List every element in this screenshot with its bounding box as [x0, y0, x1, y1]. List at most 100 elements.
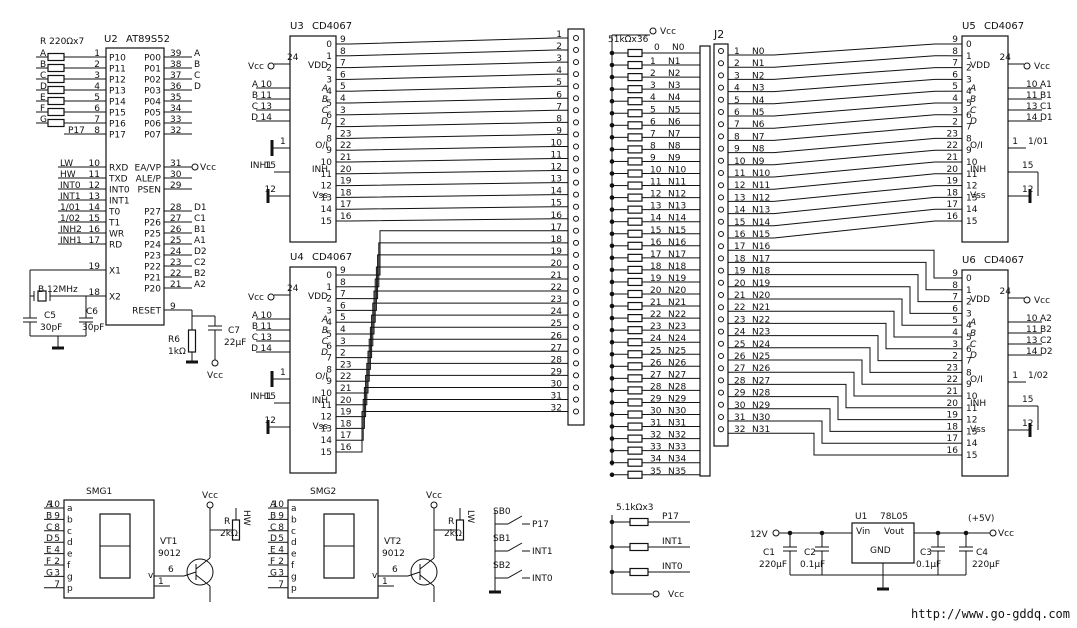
- mux-pin-number: 3: [340, 337, 346, 347]
- connector-pin-number: 28: [551, 355, 563, 365]
- crystal-label: B 12MHz: [38, 285, 78, 295]
- mux-oi: O/I: [970, 375, 983, 385]
- net-label: G: [270, 568, 277, 578]
- mux-channel: 1: [326, 52, 332, 62]
- connector-pin: [718, 206, 724, 213]
- pin-number: 12: [265, 185, 276, 195]
- mux-channel: 0: [326, 271, 332, 281]
- mux-pin-number: 9: [340, 35, 346, 45]
- mux-channel: 9: [966, 146, 972, 156]
- connector-pin-number: 31: [734, 413, 745, 423]
- rn-net: N17: [668, 250, 686, 260]
- junction-dot: [935, 530, 941, 536]
- transistor-ref: VT1: [160, 537, 177, 547]
- mux-inh: INH: [312, 396, 328, 406]
- mcu-pin-number: 8: [94, 126, 100, 136]
- bus-wire: [349, 133, 568, 139]
- connector-pin: [718, 84, 724, 91]
- bus-wire: [350, 411, 568, 453]
- connector-pin: [573, 47, 579, 54]
- cap-ref: C5: [44, 311, 56, 321]
- mux-channel: 11: [966, 170, 977, 180]
- mux-inh: INH: [970, 399, 986, 409]
- connector-pin: [718, 182, 724, 189]
- rn-net: N1: [668, 57, 680, 67]
- connector-pin: [718, 377, 724, 384]
- mux-pin-number: 5: [952, 316, 958, 326]
- segment-letter: c: [67, 527, 72, 537]
- common-pin: v: [372, 571, 378, 581]
- mux-channel: 1: [966, 286, 972, 296]
- net-label: E: [270, 546, 276, 556]
- connector-pin-number: 15: [734, 218, 745, 228]
- mux-body: [961, 269, 1009, 477]
- connector-pin: [718, 170, 724, 176]
- connector-net: N19: [752, 279, 770, 289]
- vcc-terminal: [206, 501, 214, 509]
- net-label: D: [46, 534, 53, 544]
- connector-pin: [573, 215, 579, 222]
- mux-channel: 12: [966, 416, 977, 426]
- rn-net: N6: [668, 117, 681, 127]
- rn-index: 21: [650, 298, 661, 308]
- connector-pin-number: 32: [734, 425, 745, 435]
- rn-resistor: [627, 109, 643, 118]
- net-label: B: [252, 91, 258, 101]
- mcu-pin-number: 33: [170, 115, 181, 125]
- mux-select: D: [970, 351, 977, 361]
- connector-pin: [573, 408, 579, 415]
- connector-pin-number: 30: [734, 401, 746, 411]
- connector-pin-number: 3: [556, 54, 562, 64]
- connector-pin: [573, 95, 579, 102]
- mux-channel: 5: [966, 333, 972, 343]
- net-label: A1: [1040, 80, 1052, 90]
- mux-pin-number: 8: [340, 47, 346, 57]
- connector-net: N31: [752, 425, 770, 435]
- vcc-label: Vcc: [248, 62, 264, 72]
- mux-channel: 10: [966, 392, 978, 402]
- pin-number: 7: [278, 580, 284, 590]
- rn-index: 26: [650, 358, 662, 368]
- mcu-pin-signal: X1: [109, 267, 121, 277]
- rn-resistor: [627, 326, 643, 335]
- connector-pin-number: 23: [551, 295, 562, 305]
- mux-pin-number: 23: [947, 129, 958, 139]
- connector-pin: [573, 324, 579, 331]
- connector-pin: [573, 83, 579, 90]
- regulator-vin: Vin: [856, 527, 870, 537]
- bus-wire: [774, 310, 948, 338]
- connector-net: N25: [752, 352, 770, 362]
- mux-pin-number: 7: [340, 59, 346, 69]
- bus-wire: [774, 383, 948, 409]
- mux-pin-number: 3: [340, 106, 346, 116]
- mcu-pin-signal: P12: [109, 76, 126, 86]
- segment-letter: a: [291, 504, 297, 514]
- mux-pin-number: 9: [952, 35, 958, 45]
- pin-number: 14: [1026, 113, 1038, 123]
- cap-value: 22μF: [224, 338, 246, 348]
- connector-pin-number: 27: [734, 364, 745, 374]
- connector-j1-body: [567, 28, 585, 426]
- bus-wire: [773, 220, 948, 239]
- mux-vss: Vss: [312, 191, 328, 201]
- bus-wire: [349, 121, 568, 128]
- rn-net: N26: [668, 358, 686, 368]
- mcu-pin-signal: P20: [144, 285, 161, 295]
- vcc-terminal: [267, 293, 275, 301]
- bus-wire: [349, 145, 568, 151]
- bus-wire: [773, 208, 948, 227]
- switch-ref: SB2: [493, 561, 511, 571]
- rn-index: 25: [650, 346, 661, 356]
- mcu-pin-signal: P25: [144, 230, 161, 240]
- connector-net: N2: [752, 71, 764, 81]
- pin-number: 9: [54, 511, 60, 521]
- rn-index: 19: [650, 274, 662, 284]
- rn-resistor: [627, 193, 643, 202]
- mcu-pin-number: 14: [89, 203, 101, 213]
- connector-pin-number: 27: [551, 343, 562, 353]
- series-resistor: [47, 63, 65, 73]
- connector-pin-number: 11: [551, 151, 562, 161]
- connector-pin-number: 2: [556, 42, 562, 52]
